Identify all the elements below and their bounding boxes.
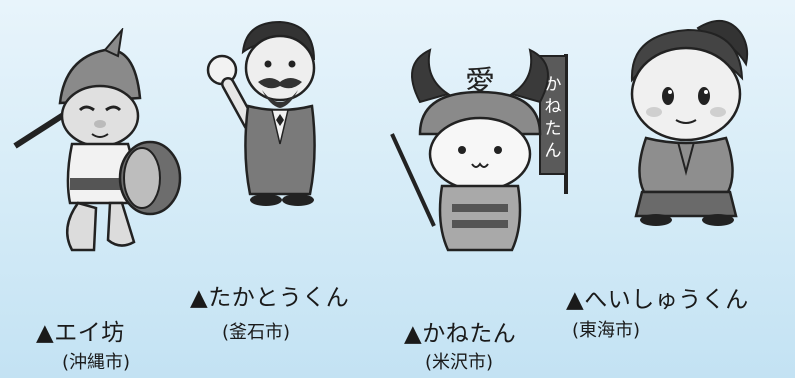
eisa-dancer-mascot-illustration <box>10 28 200 268</box>
samurai-helmet-mascot-illustration: か ね た ん 愛 <box>390 44 580 264</box>
mascot-name-heishuukun: ▲へいしゅうくん <box>566 287 749 313</box>
mascot-city-yonezawa: (米沢市) <box>425 352 494 373</box>
mascot-city-tokai: (東海市) <box>572 320 641 341</box>
mascot-name-eibou: ▲エイ坊 <box>36 320 125 346</box>
banner-text-2: ね <box>545 97 562 117</box>
banner-text-4: ん <box>545 141 562 161</box>
mascot-city-okinawa: (沖縄市) <box>62 352 131 373</box>
mascot-name-takatoukun: ▲たかとうくん <box>190 285 350 311</box>
topknot-boy-mascot-illustration <box>600 12 780 232</box>
banner-text-1: か <box>545 75 562 95</box>
banner-text-3: た <box>545 119 562 139</box>
mascot-name-kanetan: ▲かねたん <box>404 321 517 347</box>
mascot-city-kamaishi: (釜石市) <box>222 322 291 343</box>
mustached-gentleman-mascot-illustration <box>198 14 338 209</box>
